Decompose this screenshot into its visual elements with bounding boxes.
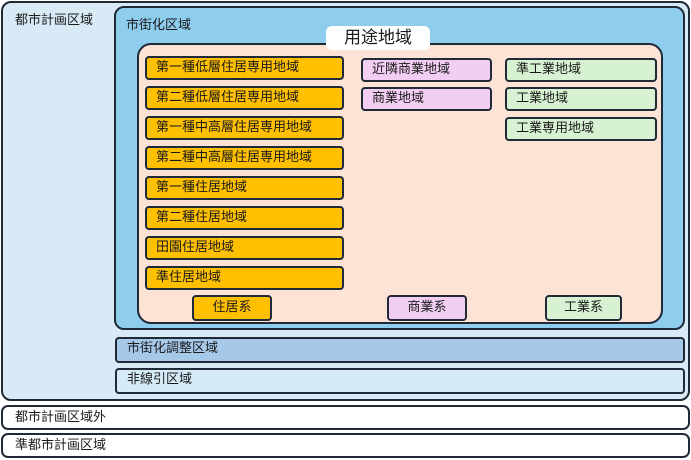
zone-industrial-2: 工業地域: [505, 87, 657, 111]
zone-commercial-1: 近隣商業地域: [361, 58, 492, 82]
outside-city-planning-area: 都市計画区域外: [1, 405, 690, 430]
category-residential: 住居系: [192, 295, 272, 321]
zone-residential-4: 第二種中高層住居専用地域: [145, 146, 344, 170]
zone-residential-6: 第二種住居地域: [145, 206, 344, 230]
zone-commercial-2: 商業地域: [361, 87, 492, 111]
city-planning-area-label: 都市計画区域: [15, 13, 94, 28]
urbanization-control-area: 市街化調整区域: [115, 337, 685, 363]
zone-residential-7: 田園住居地域: [145, 236, 344, 260]
zone-industrial-3: 工業専用地域: [505, 117, 657, 141]
non-delineated-area: 非線引区域: [115, 368, 685, 394]
zone-industrial-1: 準工業地域: [505, 58, 657, 82]
zone-residential-1: 第一種低層住居専用地域: [145, 56, 344, 80]
zoning-title: 用途地域: [326, 26, 430, 50]
category-industrial: 工業系: [545, 295, 622, 321]
urbanization-area-label: 市街化区域: [126, 18, 192, 33]
zone-residential-3: 第一種中高層住居専用地域: [145, 116, 344, 140]
zone-residential-8: 準住居地域: [145, 266, 344, 290]
zone-residential-2: 第二種低層住居専用地域: [145, 86, 344, 110]
category-commercial: 商業系: [387, 295, 467, 321]
quasi-city-planning-area: 準都市計画区域: [1, 433, 690, 458]
zone-residential-5: 第一種住居地域: [145, 176, 344, 200]
